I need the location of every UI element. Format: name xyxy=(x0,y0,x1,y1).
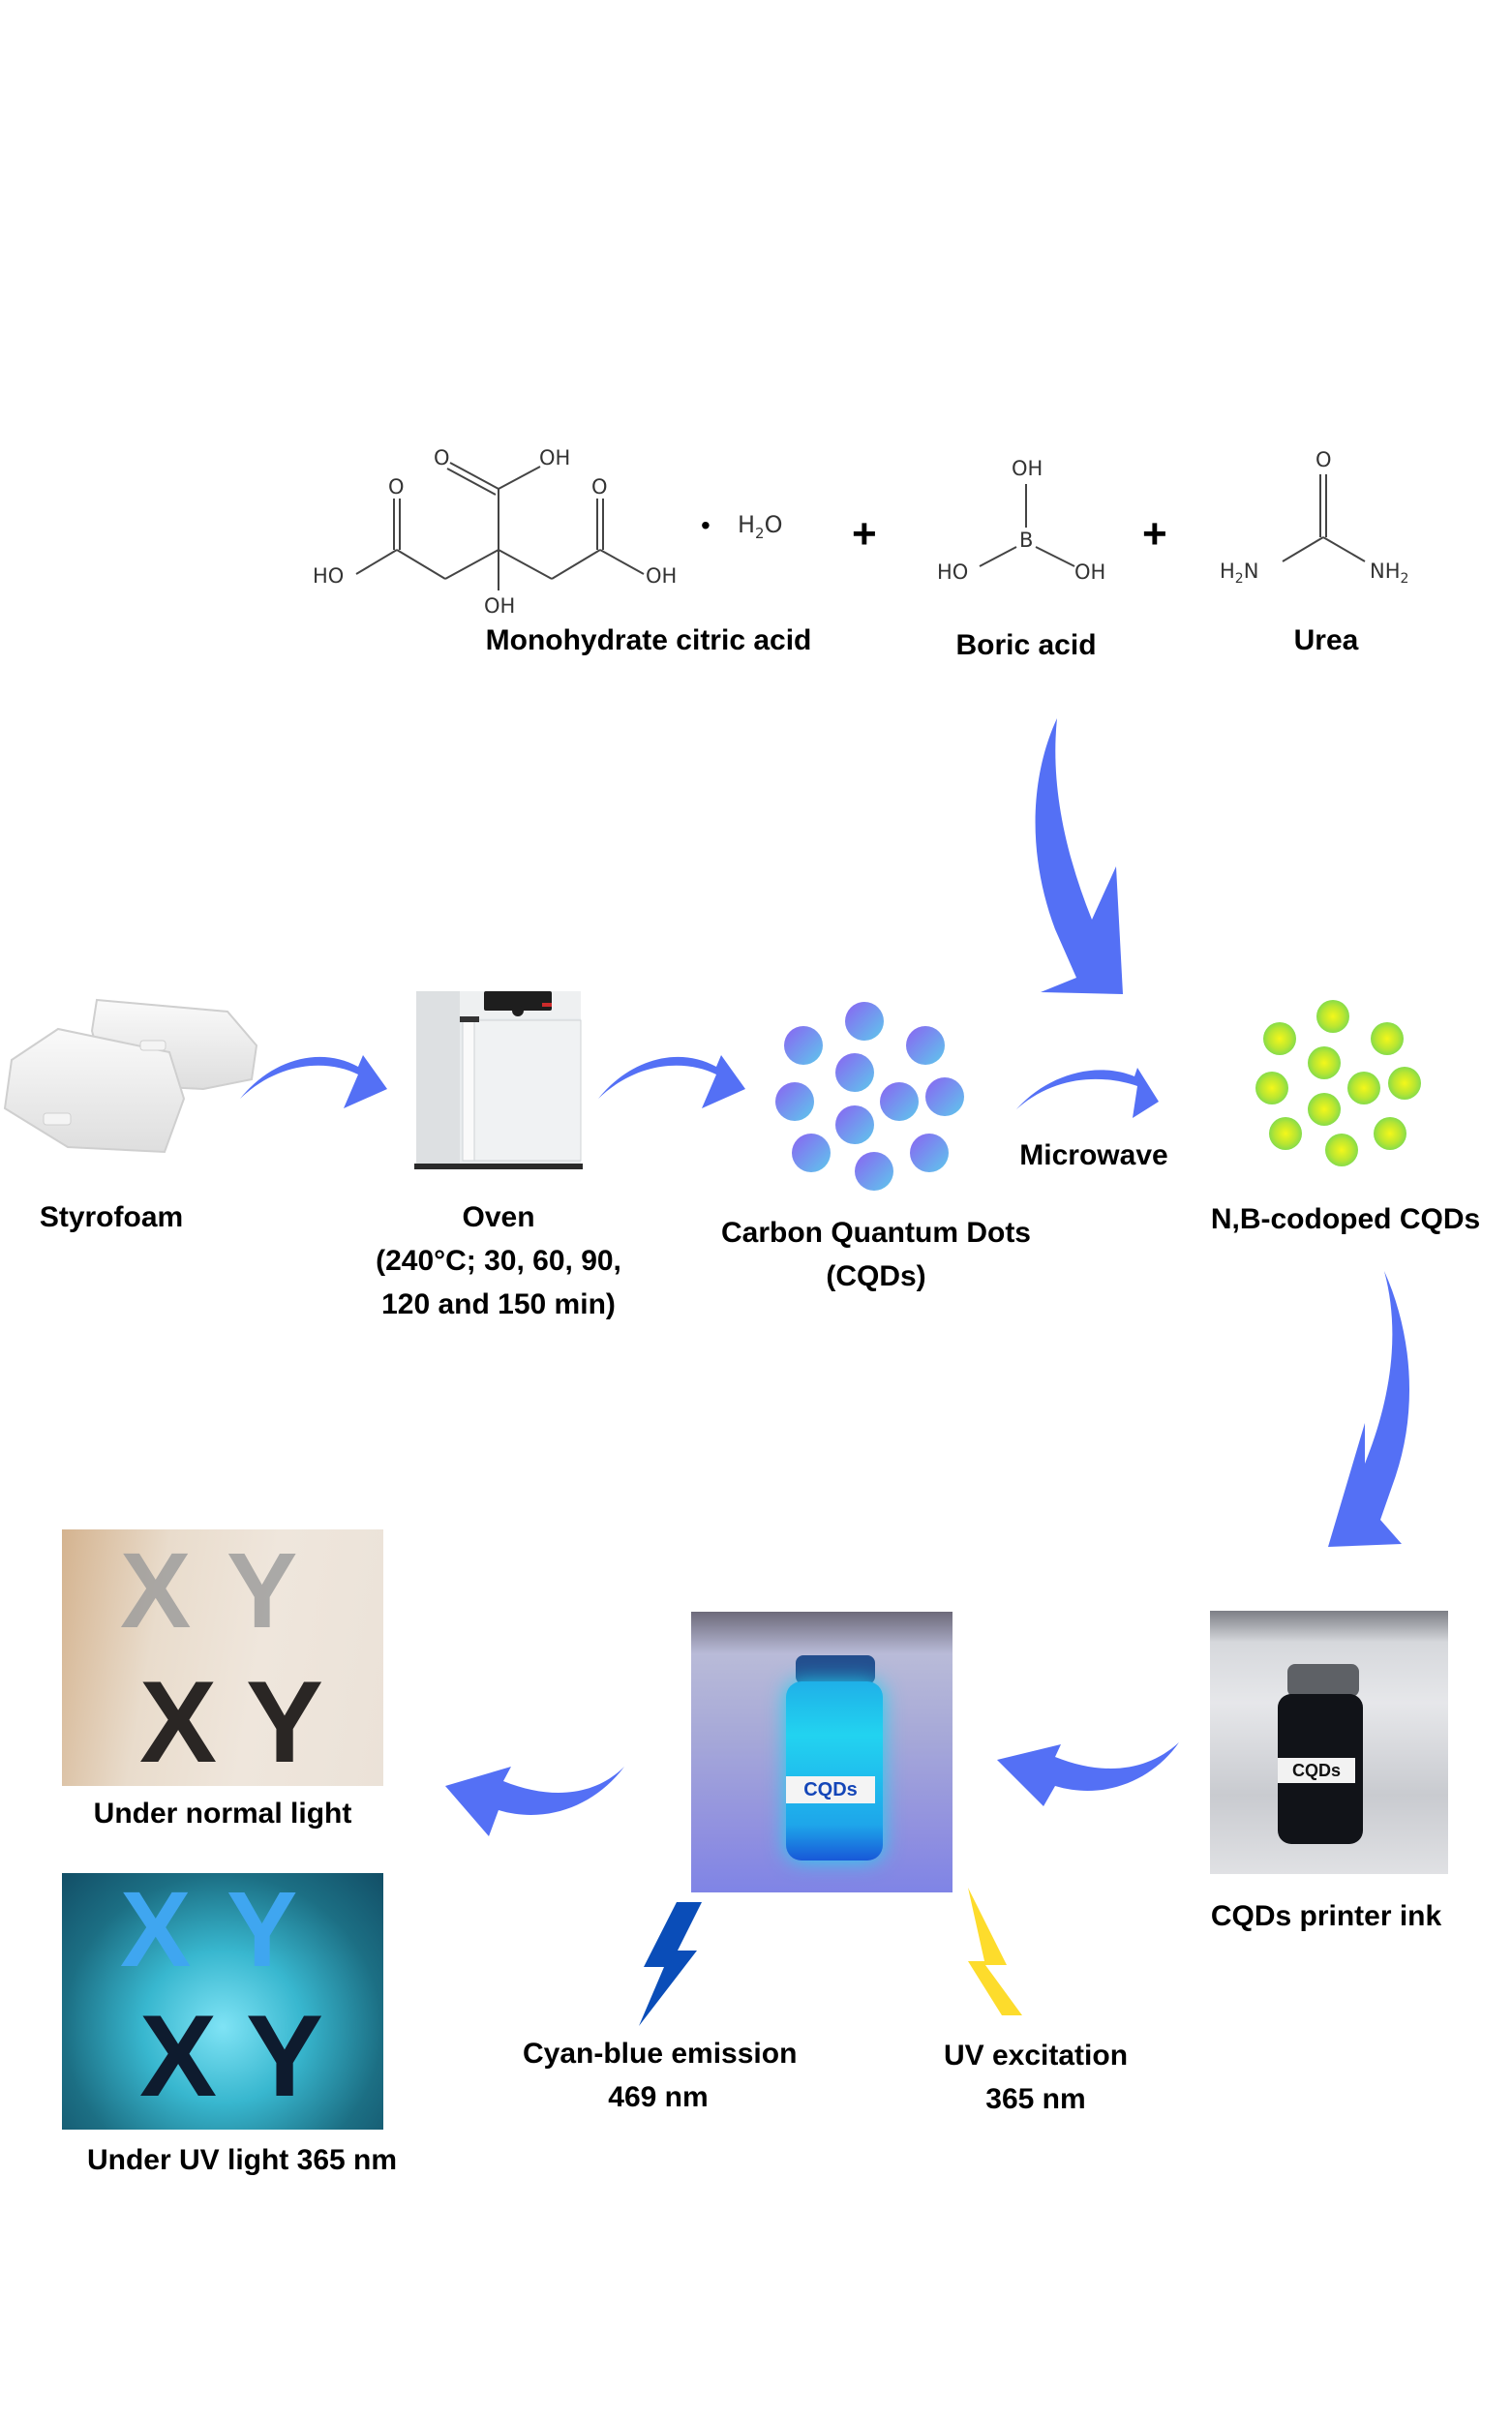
normal-dark-x: X xyxy=(139,1657,218,1786)
oven-image xyxy=(414,991,583,1169)
normal-dark-y: Y xyxy=(246,1657,324,1786)
atom-o-left: O xyxy=(388,475,405,499)
hydrate-formula: H2O xyxy=(738,511,783,542)
styrofoam-label: Styrofoam xyxy=(39,1201,184,1233)
arrow-oven-to-cqds xyxy=(598,1055,745,1108)
nb-cqd-dot xyxy=(1374,1117,1406,1150)
nb-cqd-dot xyxy=(1308,1046,1341,1079)
cqd-dot xyxy=(775,1082,814,1121)
arrow-reactants-to-nbcqds xyxy=(1035,718,1123,994)
cqd-cluster xyxy=(775,1002,964,1191)
nb-cqd-dot xyxy=(1347,1072,1380,1104)
uv-dark-y: Y xyxy=(246,1991,324,2121)
uv-dark-x: X xyxy=(139,1991,218,2121)
arrow-uvvial-to-results xyxy=(445,1767,624,1836)
cqd-dot xyxy=(845,1002,884,1041)
atom-oh-top: OH xyxy=(539,446,570,469)
nb-cqd-dot xyxy=(1263,1022,1296,1055)
nb-cqd-dot xyxy=(1269,1117,1302,1150)
nb-cqd-dot xyxy=(1255,1072,1288,1104)
styrofoam-image xyxy=(3,998,258,1154)
excitation-label-line2: 365 nm xyxy=(985,2083,1086,2115)
citric-acid-bonds xyxy=(355,462,645,590)
oven-conditions-line1: (240°C; 30, 60, 90, xyxy=(376,1245,621,1277)
uv-glow-x: X xyxy=(120,1873,192,1989)
uv-vial-body xyxy=(786,1681,883,1860)
uv-glow-y: Y xyxy=(227,1873,298,1989)
nb-cqd-dot xyxy=(1371,1022,1404,1055)
cqds-label-line1: Carbon Quantum Dots xyxy=(721,1217,1031,1249)
arrow-microwave xyxy=(1016,1068,1159,1118)
atom-o-right: O xyxy=(591,475,608,499)
boric-acid-label: Boric acid xyxy=(955,629,1097,661)
cqd-dot xyxy=(906,1026,945,1065)
urea-structure: O H2N NH2 xyxy=(1220,448,1408,587)
hydrate-dot: • xyxy=(701,510,711,540)
atom-o-top: O xyxy=(434,446,450,469)
cqds-label-line2: (CQDs) xyxy=(826,1260,926,1292)
cqd-dot xyxy=(925,1077,964,1116)
citric-acid-label: Monohydrate citric acid xyxy=(485,624,812,656)
oven-label: Oven xyxy=(462,1201,535,1233)
atom-boric-oh-top: OH xyxy=(1012,457,1043,480)
nb-cqd-dot xyxy=(1308,1093,1341,1126)
atom-boron: B xyxy=(1019,529,1033,552)
uv-light-label: Under UV light 365 nm xyxy=(86,2144,398,2176)
normal-light-photo: X Y X Y xyxy=(62,1529,383,1786)
uv-vial-cap xyxy=(796,1655,875,1684)
emission-bolt-icon xyxy=(639,1902,702,2026)
normal-light-label: Under normal light xyxy=(93,1798,352,1830)
plus-sign-1: + xyxy=(852,510,877,558)
nb-cqd-dot xyxy=(1388,1067,1421,1100)
printer-ink-vial-cap xyxy=(1287,1664,1359,1697)
atom-oh-right: OH xyxy=(646,564,677,588)
nb-cqd-dot xyxy=(1316,1000,1349,1033)
plus-sign-2: + xyxy=(1142,510,1167,558)
nb-cqds-label: N,B-codoped CQDs xyxy=(1210,1203,1481,1235)
atom-urea-o: O xyxy=(1315,448,1332,471)
cqd-dot xyxy=(835,1105,874,1144)
emission-label-line2: 469 nm xyxy=(608,2081,709,2113)
uv-light-photo: X Y X Y xyxy=(62,1873,383,2130)
microwave-label: Microwave xyxy=(1019,1139,1168,1171)
cqd-dot xyxy=(910,1134,949,1172)
atom-oh-bottom: OH xyxy=(484,594,515,618)
cqd-dot xyxy=(855,1152,893,1191)
urea-label: Urea xyxy=(1293,624,1359,656)
cqd-dot xyxy=(792,1134,831,1172)
normal-faint-y: Y xyxy=(227,1531,298,1650)
printer-ink-photo: CQDs xyxy=(1210,1611,1448,1874)
nb-cqd-cluster xyxy=(1255,1000,1421,1166)
arrow-nbcqds-to-ink xyxy=(1328,1271,1410,1547)
printer-ink-vial-label: CQDs xyxy=(1278,1758,1355,1783)
atom-boric-ho-left: HO xyxy=(937,560,968,584)
atom-boric-oh-right: OH xyxy=(1074,560,1105,584)
cqd-dot xyxy=(784,1026,823,1065)
normal-faint-x: X xyxy=(120,1531,192,1650)
nb-cqd-dot xyxy=(1325,1134,1358,1166)
printer-ink-label: CQDs printer ink xyxy=(1210,1900,1442,1932)
excitation-label-line1: UV excitation xyxy=(943,2040,1129,2072)
uv-vial-label: CQDs xyxy=(786,1776,875,1803)
emission-label-line1: Cyan-blue emission xyxy=(523,2038,798,2070)
cqd-dot xyxy=(880,1082,919,1121)
excitation-bolt-icon xyxy=(968,1888,1022,2015)
oven-conditions-line2: 120 and 150 min) xyxy=(381,1288,616,1320)
arrow-styrofoam-to-oven xyxy=(240,1055,387,1108)
atom-ho-left: HO xyxy=(313,564,344,588)
citric-acid-structure: O OH O O HO OH OH xyxy=(313,446,677,618)
arrow-ink-to-uvvial xyxy=(997,1742,1179,1806)
uv-vial-photo: CQDs xyxy=(691,1612,953,1892)
cqd-dot xyxy=(835,1053,874,1092)
boric-acid-structure: OH B HO OH xyxy=(937,457,1105,584)
